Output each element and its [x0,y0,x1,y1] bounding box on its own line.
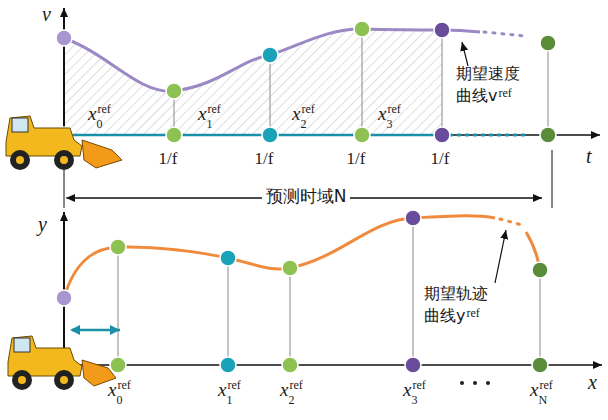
axis-label: x [378,104,386,123]
script-text: 2 [300,118,306,130]
script-text: ref [498,87,511,99]
axis-label: 1/f [347,150,366,167]
script-text: ref [301,103,314,115]
axis-label: x [530,380,538,399]
script-text: 0 [116,394,122,406]
script-text: ref [539,379,552,391]
script-text: 1 [226,394,232,406]
axis-label: 期望轨迹 [424,286,488,302]
script-text: ref [289,379,302,391]
script-text: ref [117,379,130,391]
script-text: 0 [96,118,102,130]
axis-label: x [218,380,226,399]
script-text: ref [412,379,425,391]
loader-illustration [8,336,116,390]
axis-label: x [588,372,597,392]
axis-label: 曲线y [424,308,465,324]
axis-label: x [198,104,206,123]
axis-label: x [108,380,116,399]
axis-label: 预测时域N [262,188,351,205]
axis-label: 1/f [255,150,274,167]
axis-label: x [292,104,300,123]
axis-label: y [38,214,47,234]
axis-label: x [280,380,288,399]
script-text: ref [97,103,110,115]
script-text: N [538,394,547,406]
axis-label: x [88,104,96,123]
script-text: ref [207,103,220,115]
script-text: 3 [411,394,417,406]
loader-illustration [6,116,122,170]
script-text: 1 [206,118,212,130]
script-text: ref [387,103,400,115]
axis-label: v [42,4,51,24]
script-text: ref [227,379,240,391]
axis-label: 曲线v [456,88,497,104]
axis-label: x [403,380,411,399]
axis-label: 1/f [431,150,450,167]
axis-label: t [586,146,592,166]
axis-label: 期望速度 [456,66,520,82]
script-text: 2 [288,394,294,406]
axis-label: 1/f [159,150,178,167]
script-text: ref [466,307,479,319]
script-text: 3 [386,118,392,130]
